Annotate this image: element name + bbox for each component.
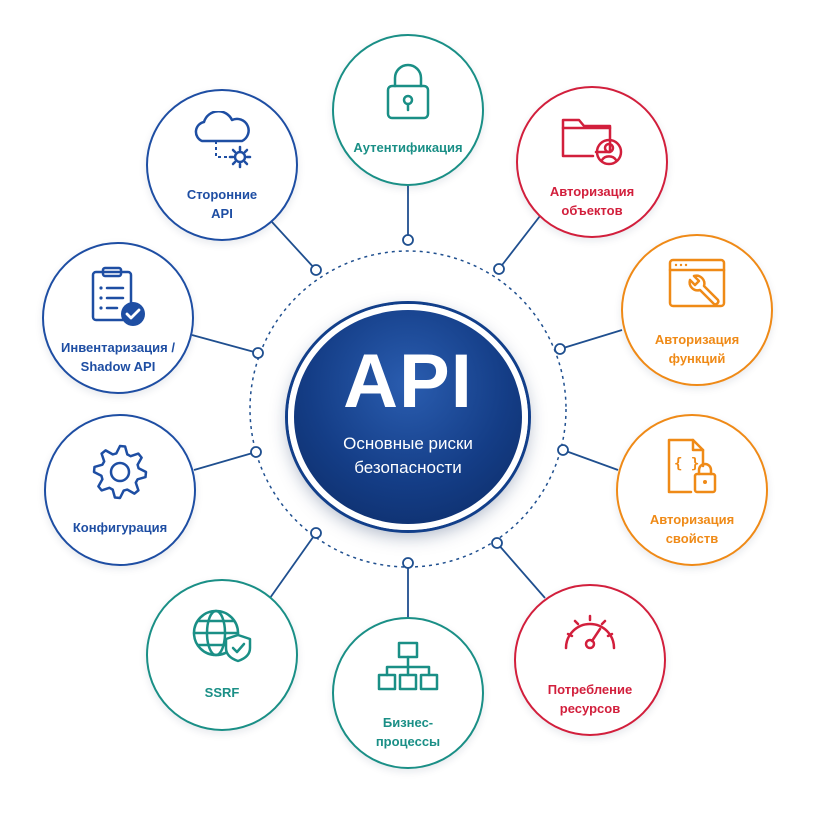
risk-label: Бизнес-процессы <box>342 713 474 751</box>
dashed-ring <box>249 250 567 568</box>
folder-user-icon <box>559 108 625 171</box>
svg-text:{ }: { } <box>674 456 699 472</box>
connector-line-ssrf <box>269 532 317 599</box>
connector-dot-third-party <box>310 264 322 276</box>
connector-line-function-auth <box>559 329 623 350</box>
risk-node-function-auth: Авторизация функций <box>621 234 773 386</box>
core-subtitle-line2: безопасности <box>354 458 462 477</box>
risk-label-line2: функций <box>668 351 726 366</box>
risk-label: Авторизация объектов <box>526 182 658 220</box>
gauge-icon <box>558 606 622 661</box>
code-file-lock-icon: { } <box>663 436 721 503</box>
risk-label-line2: объектов <box>561 203 623 218</box>
risk-label-line1: Сторонние <box>186 187 258 202</box>
connector-line-object-auth <box>498 215 541 270</box>
connector-dot-auth <box>402 234 414 246</box>
risk-node-object-auth: Авторизация объектов <box>516 86 668 238</box>
risk-label-line1: Конфигурация <box>72 520 168 535</box>
api-core-circle: API Основные риски безопасности <box>288 304 528 530</box>
connector-line-config <box>193 451 257 471</box>
risk-label: Авторизация функций <box>631 330 763 368</box>
connector-dot-resources <box>491 537 503 549</box>
core-subtitle-line1: Основные риски <box>343 434 473 453</box>
connector-dot-object-auth <box>493 263 505 275</box>
risk-label-line2: API <box>211 206 233 221</box>
risk-node-ssrf: SSRF <box>146 579 298 731</box>
connector-dot-ssrf <box>310 527 322 539</box>
connector-dot-config <box>250 446 262 458</box>
connector-dot-inventory <box>252 347 264 359</box>
risk-node-property-auth: { } Авторизация свойств <box>616 414 768 566</box>
risk-node-config: Конфигурация <box>44 414 196 566</box>
risk-label-line1: Авторизация <box>649 512 735 527</box>
risk-label: Инвентаризация / Shadow API <box>52 338 184 376</box>
risk-label-line2: процессы <box>375 734 441 749</box>
gear-icon <box>88 440 152 509</box>
core-subtitle: Основные риски безопасности <box>294 432 522 480</box>
risk-label-line1: Потребление <box>547 682 633 697</box>
risk-label-line1: Аутентификация <box>353 140 463 155</box>
connector-dot-function-auth <box>554 343 566 355</box>
connector-line-resources <box>496 542 546 599</box>
risk-label-line1: Инвентаризация / <box>61 340 175 355</box>
core-title: API <box>343 339 473 424</box>
connector-dot-property-auth <box>557 444 569 456</box>
cloud-gear-icon <box>186 110 258 178</box>
risk-node-resources: Потребление ресурсов <box>514 584 666 736</box>
clipboard-check-icon <box>87 264 149 333</box>
risk-label: Потребление ресурсов <box>524 680 656 718</box>
connector-line-inventory <box>191 334 259 354</box>
risk-label-line1: Бизнес- <box>382 715 434 730</box>
risk-label: Авторизация свойств <box>626 510 758 548</box>
risk-label-line2: Shadow API <box>80 359 156 374</box>
lock-icon <box>381 60 435 127</box>
risk-label-line1: SSRF <box>204 685 240 700</box>
risk-label: SSRF <box>156 683 288 702</box>
risk-node-inventory: Инвентаризация / Shadow API <box>42 242 194 394</box>
risk-label: Аутентификация <box>342 138 474 157</box>
connector-line-property-auth <box>562 449 619 471</box>
risk-label-line1: Авторизация <box>549 184 635 199</box>
risk-label: Конфигурация <box>54 518 186 537</box>
connector-line-third-party <box>271 221 317 271</box>
risk-label-line2: свойств <box>665 531 719 546</box>
connector-dot-business <box>402 557 414 569</box>
flowchart-icon <box>375 639 441 702</box>
risk-node-auth: Аутентификация <box>332 34 484 186</box>
risk-label-line2: ресурсов <box>559 701 621 716</box>
globe-shield-icon <box>190 605 254 670</box>
risk-node-business: Бизнес-процессы <box>332 617 484 769</box>
browser-wrench-icon <box>666 256 728 319</box>
risk-label-line1: Авторизация <box>654 332 740 347</box>
